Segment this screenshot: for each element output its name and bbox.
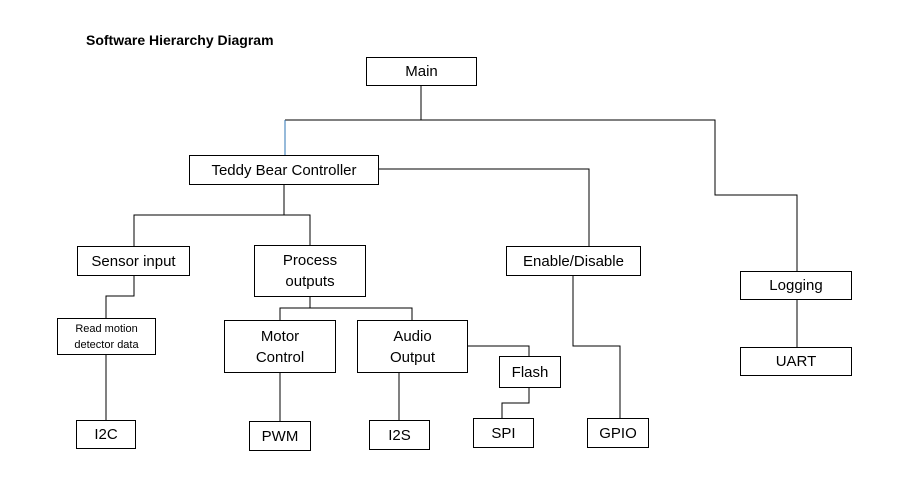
node-spi: SPI — [473, 418, 534, 448]
connector-flash-spi — [501, 387, 530, 418]
connector-controller-enable — [378, 168, 590, 246]
connector-controller-process — [284, 214, 311, 245]
connector-process-motor — [279, 296, 311, 320]
node-flash: Flash — [499, 356, 561, 388]
node-logging: Logging — [740, 271, 852, 300]
connector-controller-sensor — [133, 184, 285, 246]
node-process-outputs: Process outputs — [254, 245, 366, 297]
connector-main-bus — [420, 85, 798, 271]
diagram-title: Software Hierarchy Diagram — [86, 32, 274, 48]
connector-process-audio — [310, 307, 413, 320]
node-audio-output: Audio Output — [357, 320, 468, 373]
node-teddy-bear-controller: Teddy Bear Controller — [189, 155, 379, 185]
connector-sensor-read — [105, 275, 135, 318]
node-uart: UART — [740, 347, 852, 376]
node-main: Main — [366, 57, 477, 86]
connector-audio-flash — [467, 345, 530, 356]
node-i2s: I2S — [369, 420, 430, 450]
node-read-motion-detector-data: Read motion detector data — [57, 318, 156, 355]
node-sensor-input: Sensor input — [77, 246, 190, 276]
node-motor-control: Motor Control — [224, 320, 336, 373]
node-enable-disable: Enable/Disable — [506, 246, 641, 276]
node-gpio: GPIO — [587, 418, 649, 448]
node-i2c: I2C — [76, 420, 136, 449]
connector-enable-gpio — [572, 276, 621, 418]
node-pwm: PWM — [249, 421, 311, 451]
